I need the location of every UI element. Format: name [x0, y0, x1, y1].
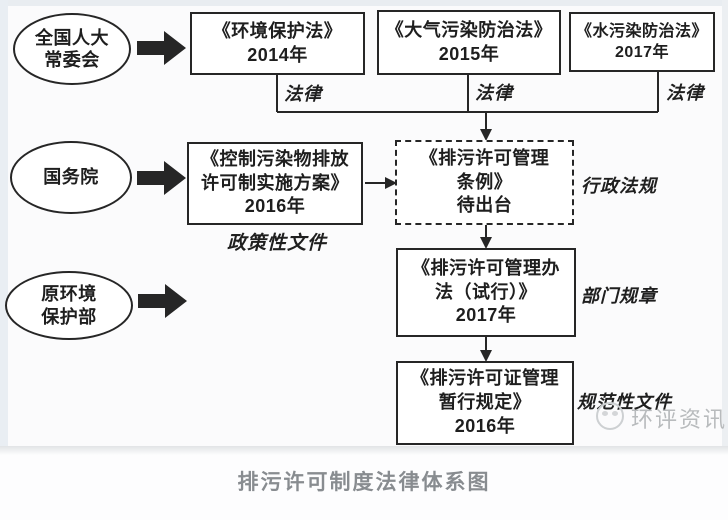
node-state-council: 国务院 — [10, 141, 132, 214]
box-title: 《控制污染物排放 — [201, 148, 349, 169]
box-title: 《排污许可管理办 — [412, 257, 560, 278]
box-title: 法（试行）》 — [435, 281, 537, 302]
label-administrative-regulation: 行政法规 — [581, 176, 657, 196]
box-implementation-plan: 《控制污染物排放 许可制实施方案》 2016年 — [187, 142, 363, 225]
block-arrow-state-council-icon — [137, 161, 186, 195]
watermark-logo-icon — [596, 402, 624, 430]
box-year: 2015年 — [438, 43, 500, 64]
page-edge-top — [0, 0, 728, 6]
box-title: 《大气污染防治法》 — [385, 19, 553, 40]
label-law-3: 法律 — [666, 83, 704, 103]
box-environmental-protection-law: 《环境保护法》 2014年 — [190, 12, 365, 75]
node-label-line: 原环境 — [41, 284, 97, 304]
box-year: 2016年 — [244, 196, 306, 217]
node-npc-standing-committee: 全国人大 常委会 — [13, 13, 131, 85]
node-label-line: 保护部 — [41, 306, 97, 327]
watermark-text: 环评资讯 — [631, 407, 728, 432]
label-department-rule: 部门规章 — [581, 286, 657, 306]
box-interim-provisions: 《排污许可证管理 暂行规定》 2016年 — [396, 361, 574, 445]
legal-system-diagram: 全国人大 常委会 国务院 原环境 保护部 《环境保护法》 2014年 《大气污染… — [0, 0, 728, 455]
node-label-line: 全国人大 — [35, 27, 109, 48]
box-title: 《排污许可管理 — [419, 147, 550, 168]
box-water-pollution-law: 《水污染防治法》 2017年 — [569, 12, 715, 72]
box-title: 条例》 — [456, 171, 513, 192]
diagram-caption: 排污许可制度法律体系图 — [237, 471, 491, 494]
box-title: 许可制实施方案》 — [201, 172, 349, 193]
node-former-mep: 原环境 保护部 — [5, 271, 133, 340]
box-management-measures: 《排污许可管理办 法（试行）》 2017年 — [396, 248, 576, 337]
box-year: 2017年 — [455, 305, 517, 326]
box-year: 2014年 — [247, 44, 308, 65]
box-year: 2017年 — [614, 44, 670, 61]
node-label-line: 国务院 — [43, 167, 99, 188]
diagram-bottom-shadow — [0, 446, 728, 455]
box-title: 暂行规定》 — [438, 392, 532, 413]
box-permit-regulation: 《排污许可管理 条例》 待出台 — [395, 140, 574, 225]
label-policy-document: 政策性文件 — [227, 233, 328, 254]
page-edge-left — [0, 0, 8, 447]
block-arrow-npc-icon — [137, 31, 186, 65]
label-law-2: 法律 — [475, 83, 513, 103]
box-title: 《水污染防治法》 — [575, 22, 708, 40]
box-status: 待出台 — [456, 195, 513, 216]
block-arrow-mep-icon — [138, 284, 187, 318]
page-edge-right — [722, 0, 728, 447]
box-air-pollution-law: 《大气污染防治法》 2015年 — [377, 10, 561, 75]
box-title: 《环境保护法》 — [212, 20, 343, 41]
label-law-1: 法律 — [284, 84, 322, 104]
box-year: 2016年 — [454, 415, 516, 436]
box-title: 《排污许可证管理 — [411, 368, 559, 389]
node-label-line: 常委会 — [44, 50, 100, 70]
